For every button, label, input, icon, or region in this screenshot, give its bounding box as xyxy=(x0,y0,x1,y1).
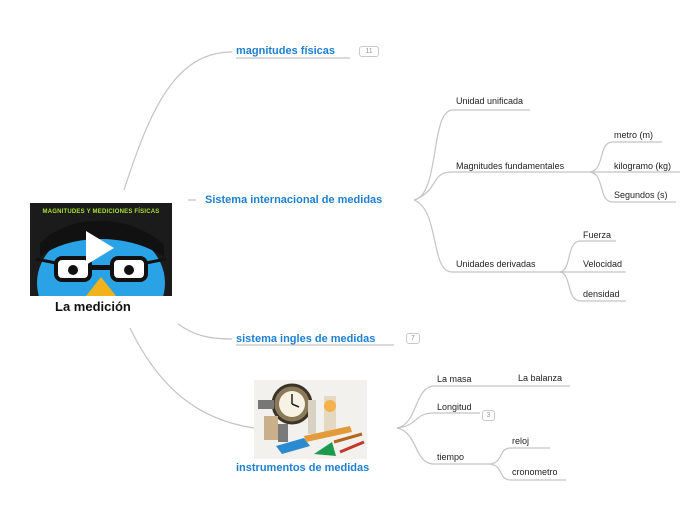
node-tiempo[interactable]: tiempo xyxy=(437,452,465,462)
play-icon[interactable] xyxy=(86,231,114,265)
node-densidad[interactable]: densidad xyxy=(583,289,620,299)
branch-magnitudes-fisicas[interactable]: magnitudes físicas xyxy=(236,45,336,57)
link-instrumentos xyxy=(129,327,255,429)
root-label: La medición xyxy=(55,299,131,314)
node-kilogramo[interactable]: kilogramo (kg) xyxy=(614,161,672,171)
node-unidad-unificada[interactable]: Unidad unificada xyxy=(456,96,524,106)
node-la-balanza[interactable]: La balanza xyxy=(518,373,563,383)
node-unidades-derivadas[interactable]: Unidades derivadas xyxy=(456,259,536,269)
node-segundos[interactable]: Segundos (s) xyxy=(614,190,668,200)
node-metro[interactable]: metro (m) xyxy=(614,130,653,140)
branch-sistema-internacional[interactable]: Sistema internacional de medidas xyxy=(205,194,383,206)
collapsed-count-badge[interactable]: 3 xyxy=(482,410,495,421)
link-ingles xyxy=(177,323,233,340)
node-magnitudes-fundamentales[interactable]: Magnitudes fundamentales xyxy=(456,161,565,171)
thumbnail-caption: MAGNITUDES Y MEDICIONES FÍSICAS xyxy=(42,209,160,215)
node-fuerza[interactable]: Fuerza xyxy=(583,230,612,240)
link-magnitudes xyxy=(123,51,233,191)
node-reloj[interactable]: reloj xyxy=(512,436,530,446)
instruments-illustration xyxy=(258,383,365,456)
collapsed-count-badge[interactable]: 7 xyxy=(406,333,420,344)
instruments-image xyxy=(254,380,367,459)
node-velocidad[interactable]: Velocidad xyxy=(583,259,623,269)
branch-instrumentos-de-medidas[interactable]: instrumentos de medidas xyxy=(236,462,370,474)
node-la-masa[interactable]: La masa xyxy=(437,374,472,384)
collapsed-count-badge[interactable]: 11 xyxy=(359,46,379,57)
branch-sistema-ingles[interactable]: sistema ingles de medidas xyxy=(236,333,376,345)
node-cronometro[interactable]: cronometro xyxy=(512,467,558,477)
node-longitud[interactable]: Longitud xyxy=(437,402,472,412)
